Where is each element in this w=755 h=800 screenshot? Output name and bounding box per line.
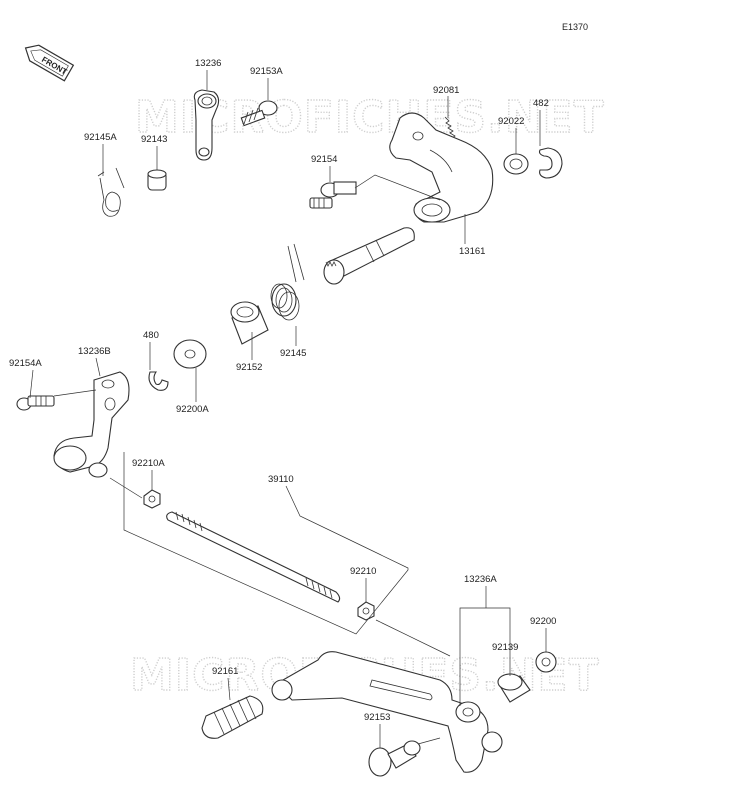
part-92143-collar	[147, 169, 167, 191]
label-92145A: 92145A	[84, 132, 117, 143]
label-13161: 13161	[459, 246, 485, 257]
front-arrow-icon: FRONT	[24, 44, 75, 82]
part-92145-spring	[270, 243, 305, 321]
label-92154: 92154	[311, 154, 337, 165]
part-480-circlip	[148, 371, 169, 391]
label-92153A: 92153A	[250, 66, 283, 77]
label-92210A: 92210A	[132, 458, 165, 469]
label-39110: 39110	[268, 474, 294, 485]
part-13236A-pedal	[271, 651, 503, 773]
part-92154A-bolt	[16, 395, 55, 411]
part-92152-sleeve	[230, 301, 269, 345]
diagram-code: E1370	[562, 22, 588, 32]
part-92210-nut	[357, 601, 375, 621]
part-13161-plate	[389, 112, 494, 223]
part-92139-collar	[497, 673, 531, 703]
part-92200A-washer	[173, 339, 207, 369]
label-92081: 92081	[433, 85, 459, 96]
part-92200-washer	[535, 651, 557, 673]
part-13236-arm	[193, 89, 220, 161]
part-92153A-bolt	[240, 100, 278, 127]
label-92210: 92210	[350, 566, 376, 577]
part-13236B-arm	[53, 371, 130, 478]
label-13236A: 13236A	[464, 574, 497, 585]
label-92161: 92161	[212, 666, 238, 677]
part-92145A-spring	[97, 167, 125, 217]
part-92154-bolt	[309, 181, 357, 209]
leader-lines	[29, 70, 547, 748]
part-92022-washer	[503, 153, 529, 175]
label-92145: 92145	[280, 348, 306, 359]
label-13236B: 13236B	[78, 346, 111, 357]
label-92139: 92139	[492, 642, 518, 653]
label-92200: 92200	[530, 616, 556, 627]
part-92153-bolt	[368, 740, 421, 777]
part-13161-shaft	[323, 227, 415, 285]
part-92161-rubber	[201, 695, 264, 739]
label-13236: 13236	[195, 58, 221, 69]
label-92154A: 92154A	[9, 358, 42, 369]
part-39110-rod	[166, 511, 341, 603]
label-92022: 92022	[498, 116, 524, 127]
label-480: 480	[143, 330, 159, 341]
label-92200A: 92200A	[176, 404, 209, 415]
label-92152: 92152	[236, 362, 262, 373]
part-92210A-nut	[143, 489, 161, 509]
label-92143: 92143	[141, 134, 167, 145]
part-482-circlip	[538, 147, 563, 179]
label-92153: 92153	[364, 712, 390, 723]
label-482: 482	[533, 98, 549, 109]
